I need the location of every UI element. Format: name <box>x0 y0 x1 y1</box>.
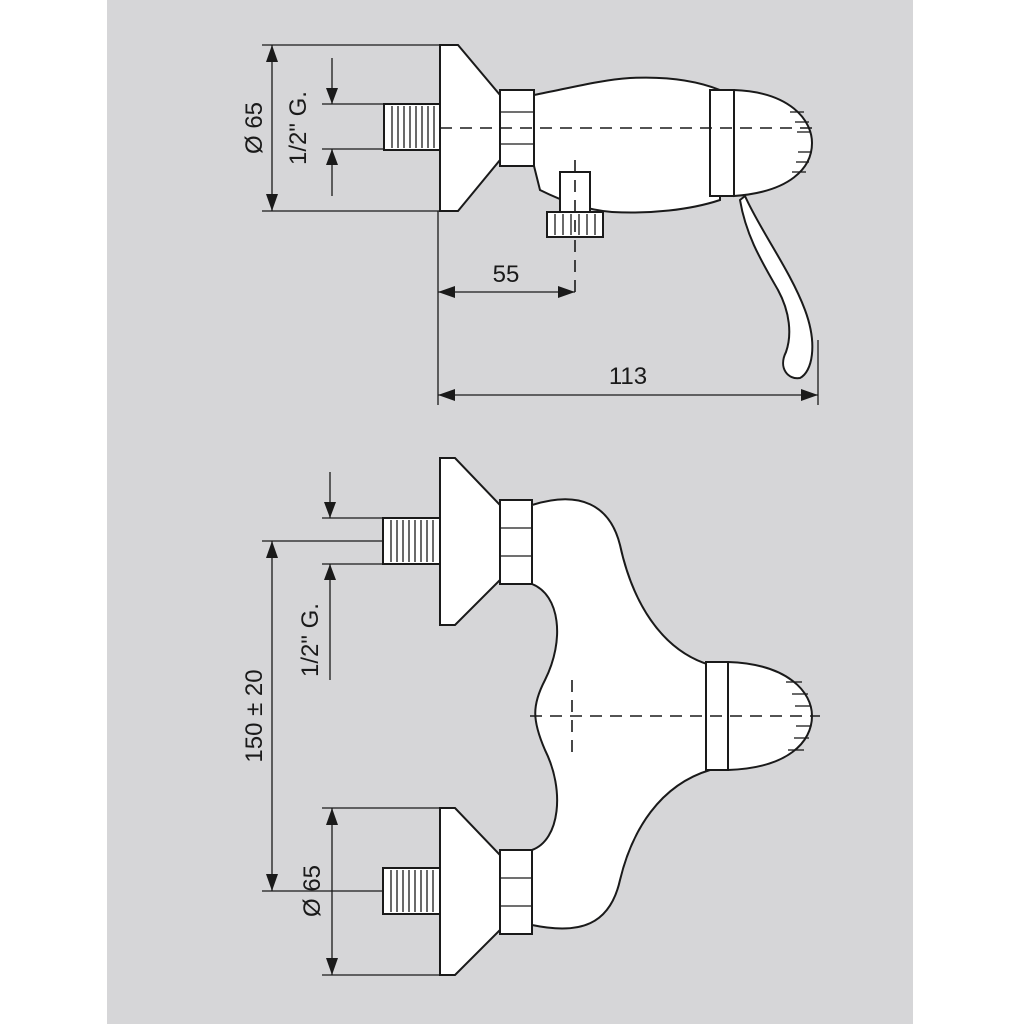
side-view: Ø 65 1/2" G. 55 113 <box>241 44 820 405</box>
spacing-label: 150 ± 20 <box>241 669 268 762</box>
hex-nut-upper <box>499 499 533 585</box>
mixer-body-plan <box>531 498 711 930</box>
threaded-inlet-upper <box>382 517 441 565</box>
lever-handle <box>738 194 814 380</box>
arrow-icon <box>266 541 278 558</box>
dia-label-top: Ø 65 <box>241 102 268 154</box>
arrow-icon <box>558 286 575 298</box>
dia-label-plan: Ø 65 <box>299 865 326 917</box>
arrow-icon <box>324 502 336 518</box>
handle-cap <box>733 88 814 198</box>
arrow-icon <box>266 45 278 62</box>
cartridge-ring <box>709 89 735 197</box>
wall-flange-lower <box>439 807 501 976</box>
arrow-icon <box>326 149 338 165</box>
wall-flange-upper <box>439 457 501 626</box>
thread-label-plan: 1/2" G. <box>297 603 324 677</box>
total-length-label: 113 <box>609 363 647 390</box>
arrow-icon <box>438 389 455 401</box>
outlet-distance-label: 55 <box>493 261 520 288</box>
hex-nut-lower <box>499 849 533 935</box>
thread-label-top: 1/2" G. <box>285 91 312 165</box>
arrow-icon <box>326 808 338 825</box>
arrow-icon <box>266 194 278 211</box>
arrow-icon <box>438 286 455 298</box>
arrow-icon <box>801 389 818 401</box>
arrow-icon <box>326 88 338 104</box>
arrow-icon <box>324 564 336 580</box>
thread-lines <box>391 106 435 148</box>
arrow-icon <box>326 958 338 975</box>
plan-view: 1/2" G. 150 ± 20 Ø 65 <box>241 457 820 976</box>
arrow-icon <box>266 874 278 891</box>
threaded-inlet-lower <box>382 867 441 915</box>
